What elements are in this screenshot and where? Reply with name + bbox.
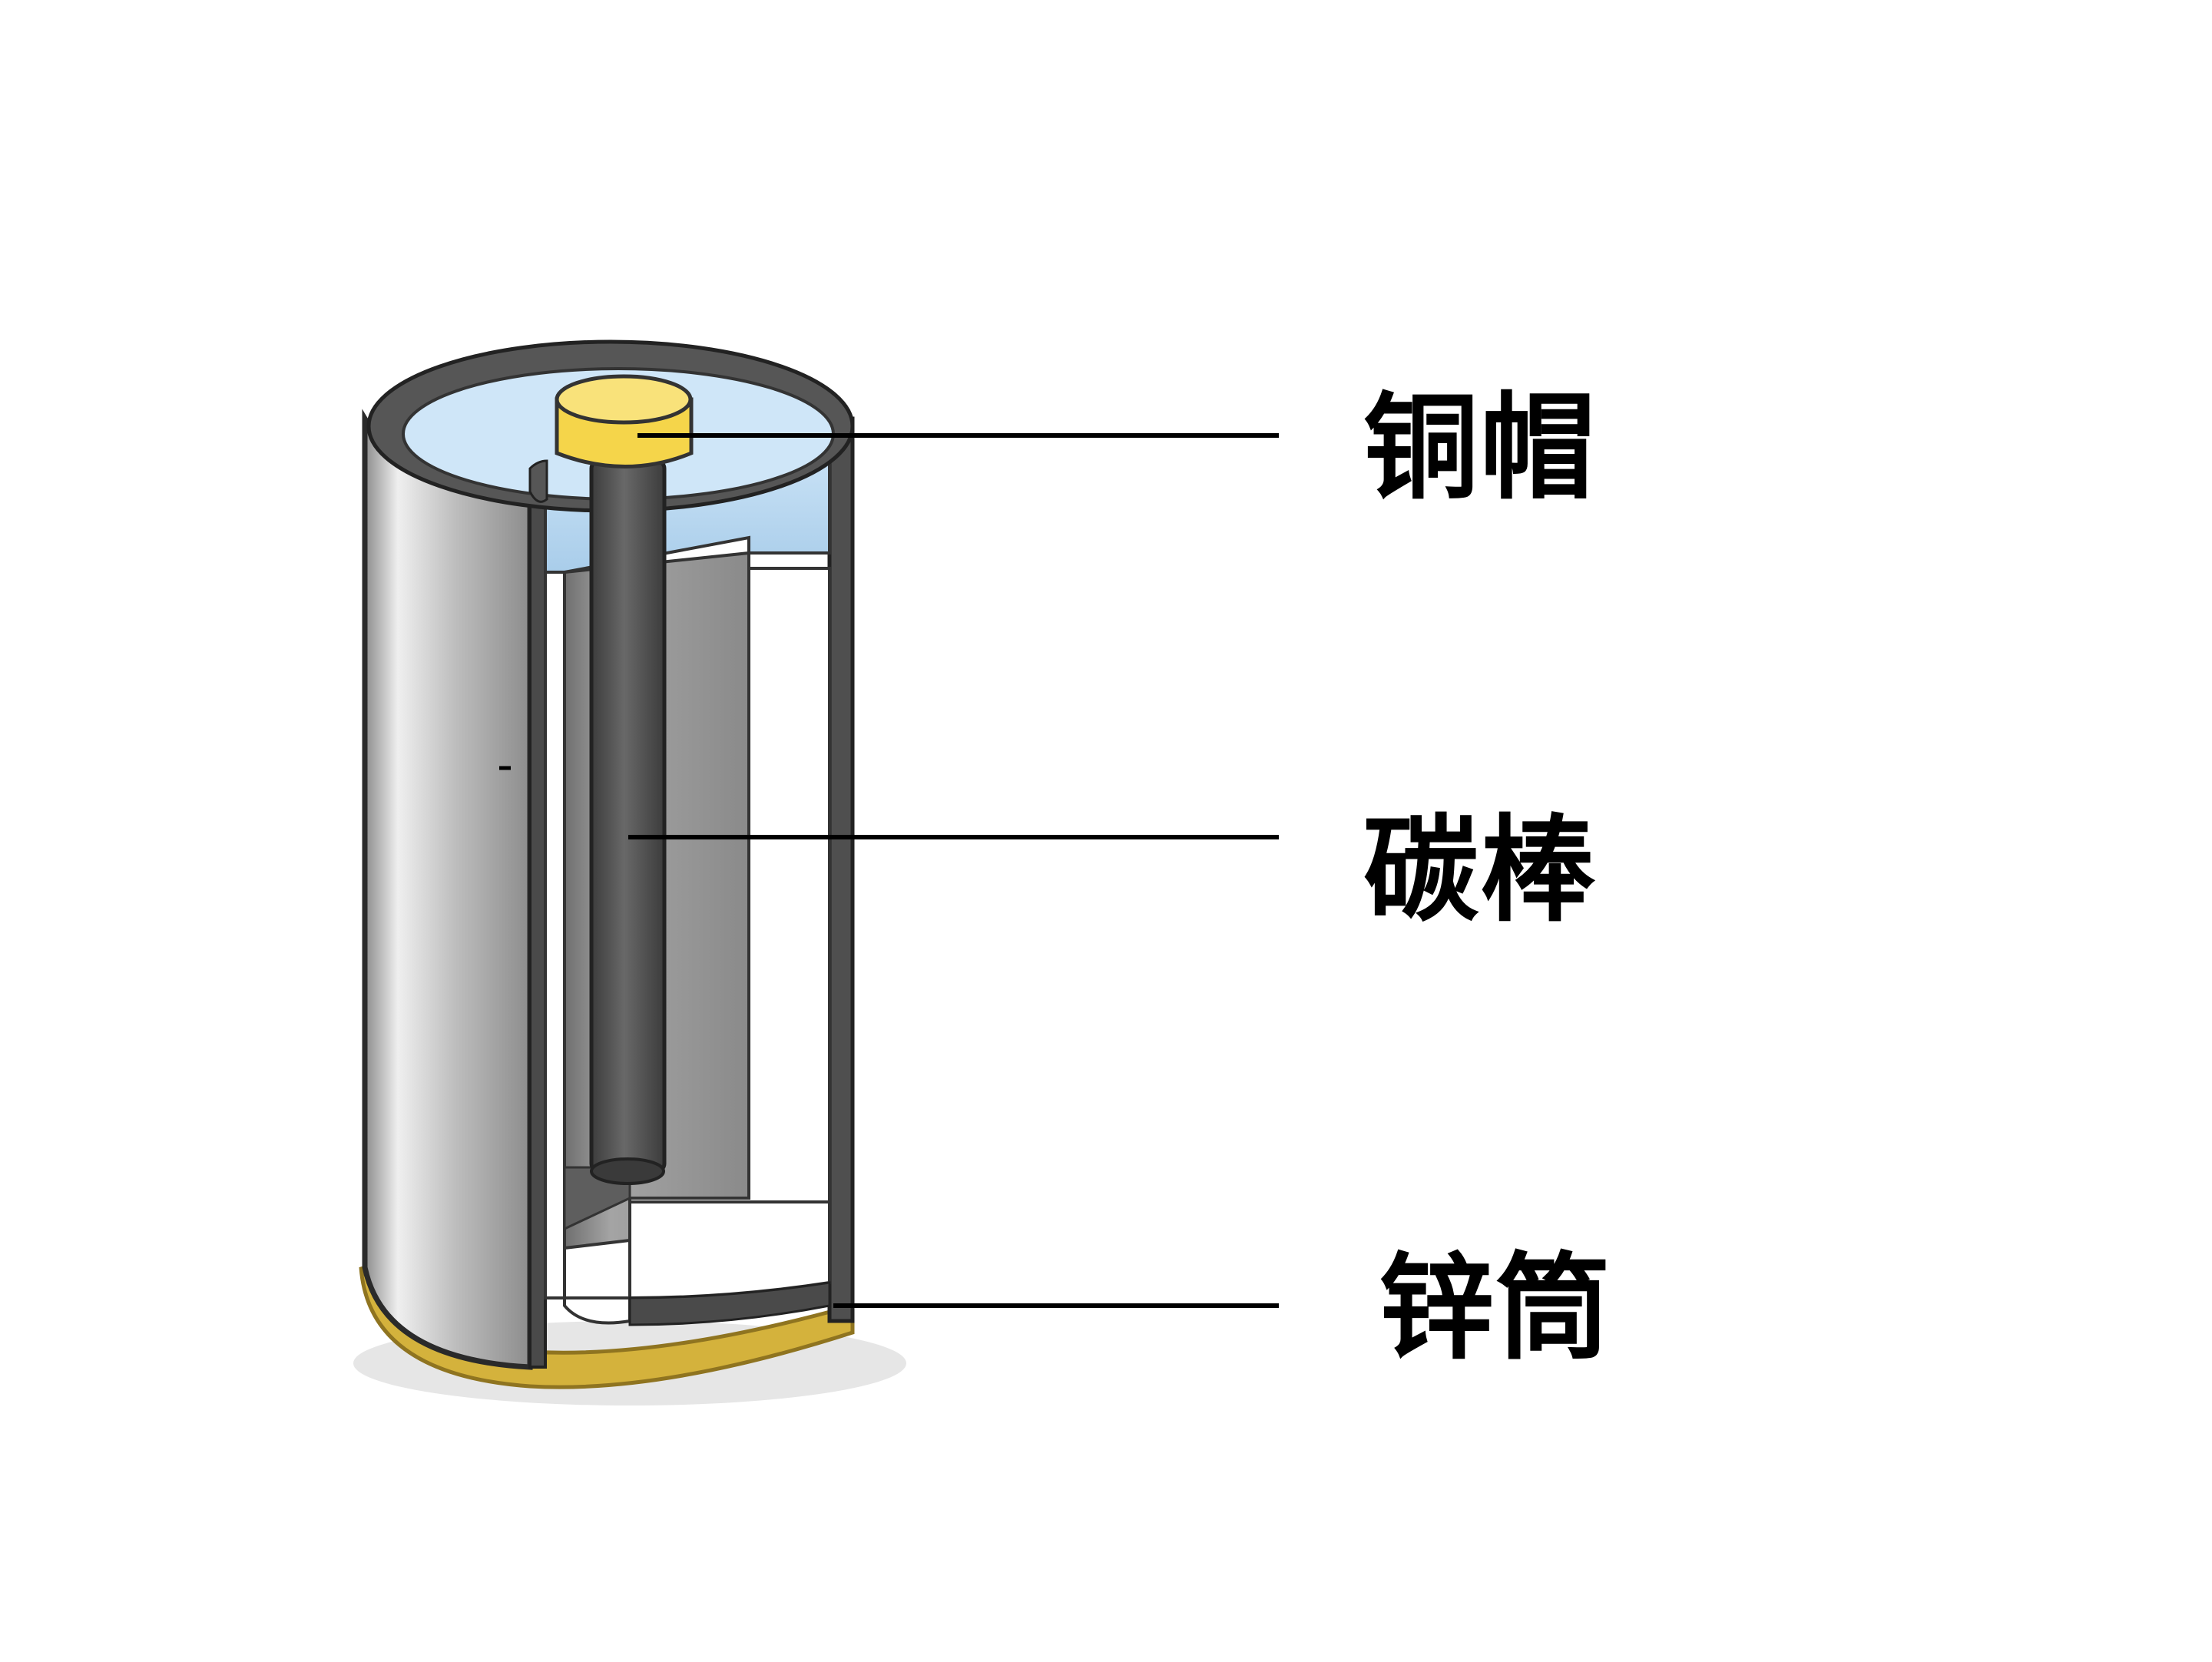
rim-cut [528, 459, 548, 503]
label-carbon-rod: 碳棒 [1363, 803, 1598, 938]
label-zinc-can: 锌筒 [1379, 1240, 1613, 1376]
zinc-wall-right [827, 416, 855, 1323]
copper-cap-top [555, 374, 693, 425]
inner-bottom-wall [628, 1281, 831, 1326]
inner-bottom [628, 1200, 831, 1300]
carbon-rod-bottom [590, 1157, 665, 1185]
carbon-rod [589, 459, 667, 1174]
zinc-can-outer [362, 409, 533, 1370]
zinc-wall-cut [528, 490, 547, 1369]
label-copper-cap: 铜帽 [1363, 380, 1598, 515]
